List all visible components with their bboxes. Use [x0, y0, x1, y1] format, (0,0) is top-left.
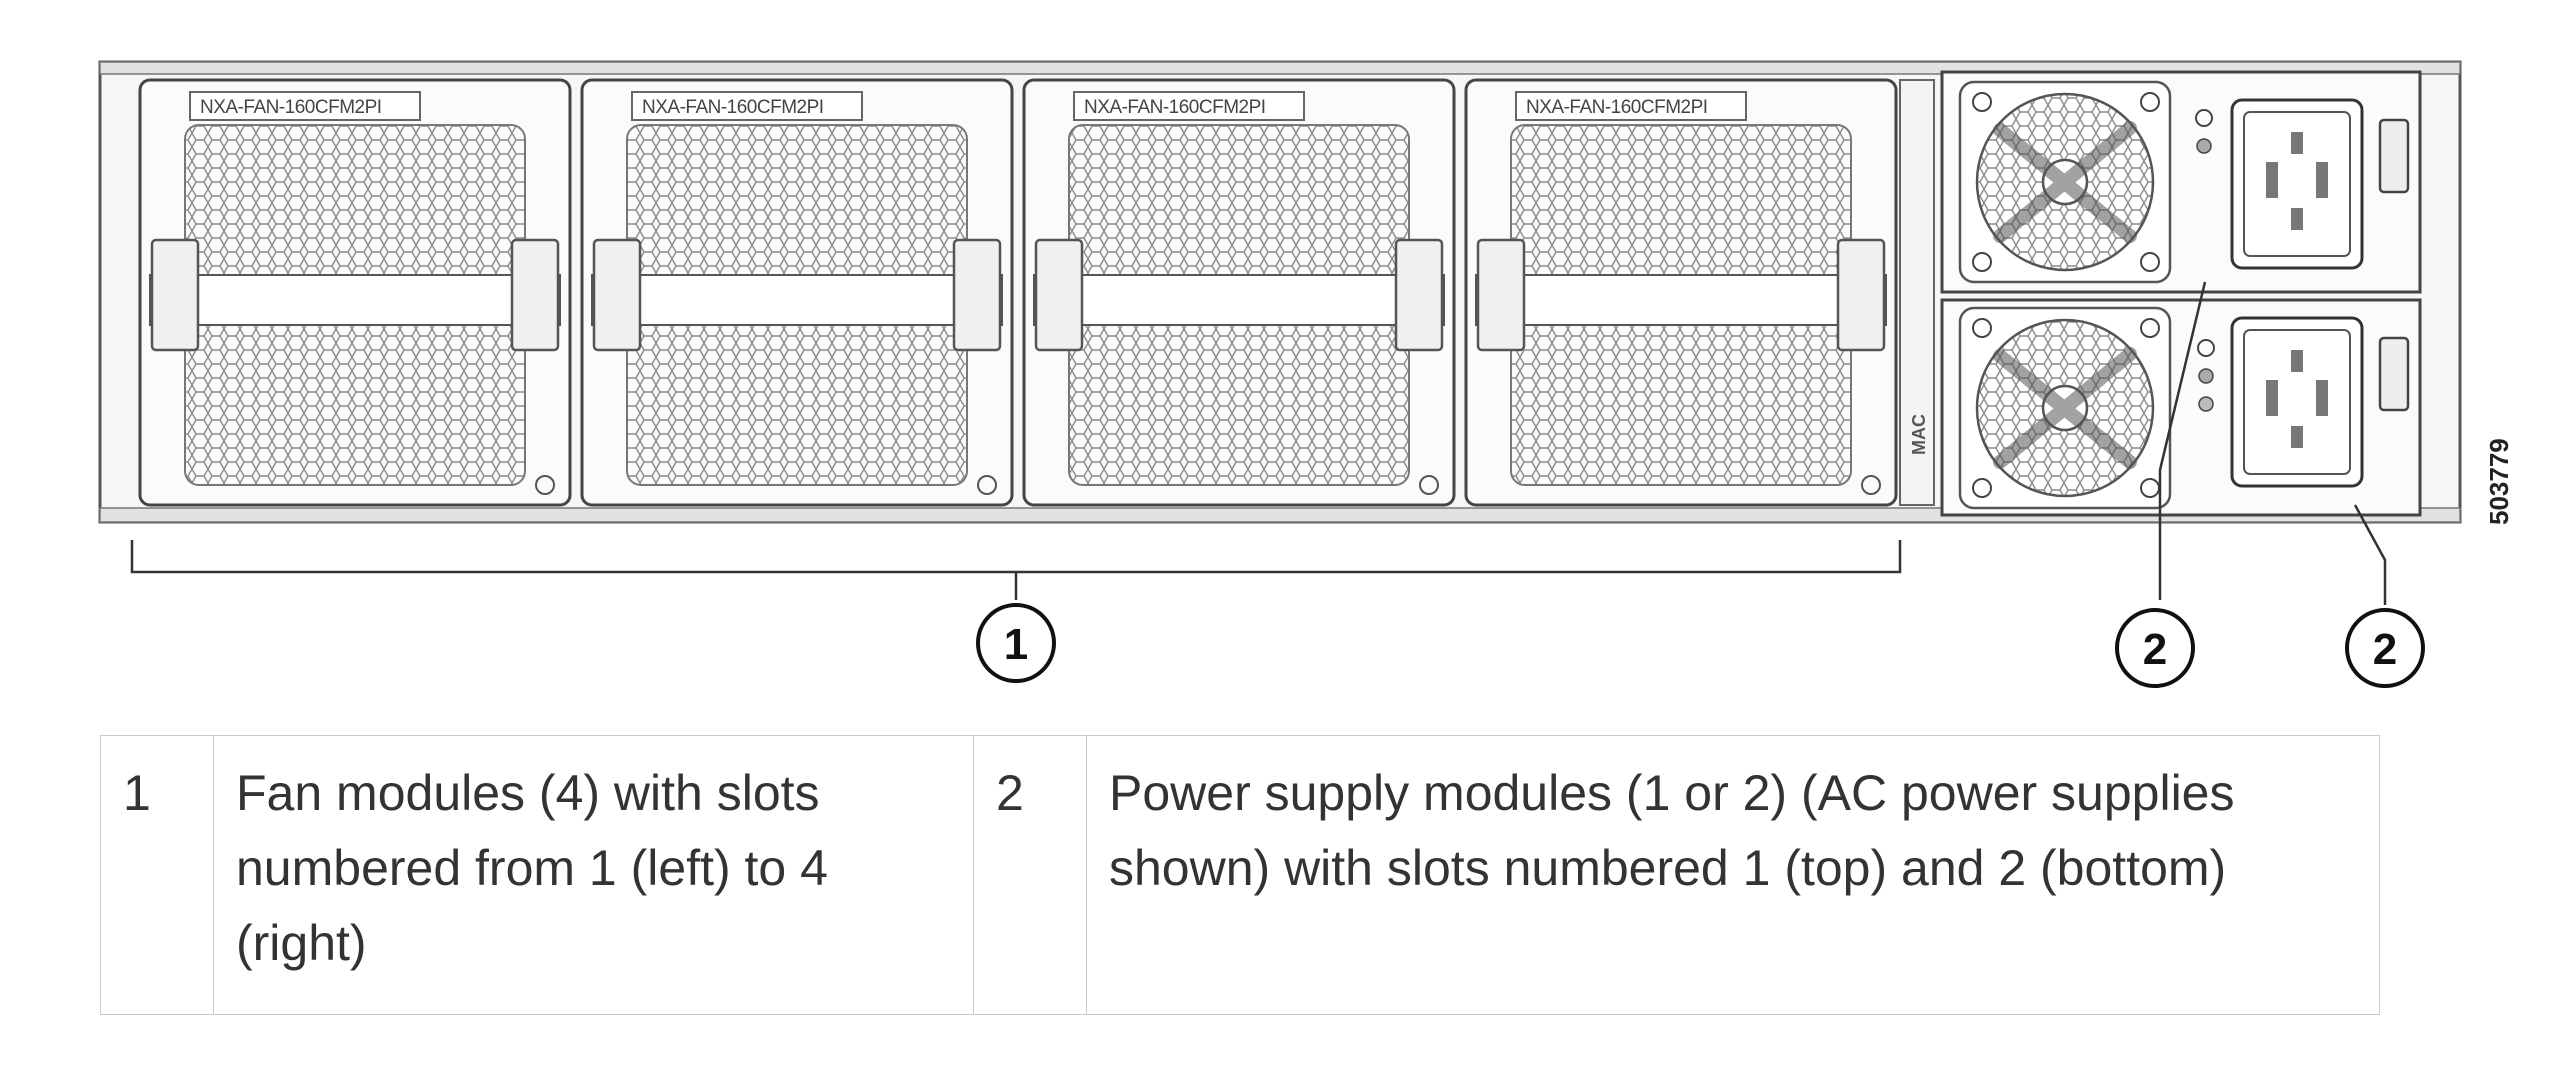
psu-1-leader-line: [2158, 281, 2207, 600]
fan-model-label: NXA-FAN-160CFM2PI: [1084, 97, 1266, 118]
legend-number-1: 1: [100, 735, 214, 1015]
chassis-rear-diagram: NXA-FAN-160CFM2PI NXA-FAN-160CFM2PI NXA-…: [98, 60, 2514, 688]
fan-modules-bracket: [130, 540, 1902, 600]
status-led-icon: [2198, 396, 2214, 412]
legend-description-fan-modules: Fan modules (4) with slots numbered from…: [213, 735, 974, 1015]
fan-module-3: NXA-FAN-160CFM2PI: [1022, 78, 1456, 507]
figure-id: 503779: [2484, 438, 2514, 525]
callout-2-bottom: 2: [2345, 608, 2425, 688]
status-led-icon: [2198, 368, 2214, 384]
legend-row: 1 Fan modules (4) with slots numbered fr…: [100, 735, 2380, 1015]
status-led-icon: [2195, 109, 2213, 127]
callout-2-top: 2: [2115, 608, 2195, 688]
chassis-top-rail: [99, 61, 2461, 75]
mac-strip: [1899, 79, 1935, 506]
chassis-bottom-rail: [99, 507, 2461, 523]
status-led-icon: [2196, 138, 2212, 154]
callout-number: 2: [2143, 625, 2167, 674]
legend-number-2: 2: [973, 735, 1087, 1015]
callout-number: 1: [1004, 620, 1028, 669]
legend-description-power-supplies: Power supply modules (1 or 2) (AC power …: [1086, 735, 2380, 1015]
psu-2-leader-line: [2353, 504, 2387, 605]
fan-module-4: NXA-FAN-160CFM2PI: [1464, 78, 1898, 507]
legend-table: 1 Fan modules (4) with slots numbered fr…: [100, 735, 2380, 1015]
ac-power-inlet: [2230, 316, 2364, 488]
fan-module-2: NXA-FAN-160CFM2PI: [580, 78, 1014, 507]
callout-number: 2: [2373, 625, 2397, 674]
fan-module-1: NXA-FAN-160CFM2PI: [138, 78, 572, 507]
callout-1: 1: [976, 603, 1056, 683]
fan-model-label: NXA-FAN-160CFM2PI: [1526, 97, 1708, 118]
power-supply-1: [1940, 70, 2422, 294]
status-led-icon: [2197, 339, 2215, 357]
fan-model-label: NXA-FAN-160CFM2PI: [642, 97, 824, 118]
mac-label: MAC: [1909, 414, 1929, 455]
ac-power-inlet: [2230, 98, 2364, 270]
fan-model-label: NXA-FAN-160CFM2PI: [200, 97, 382, 118]
power-supply-2: [1940, 298, 2422, 517]
